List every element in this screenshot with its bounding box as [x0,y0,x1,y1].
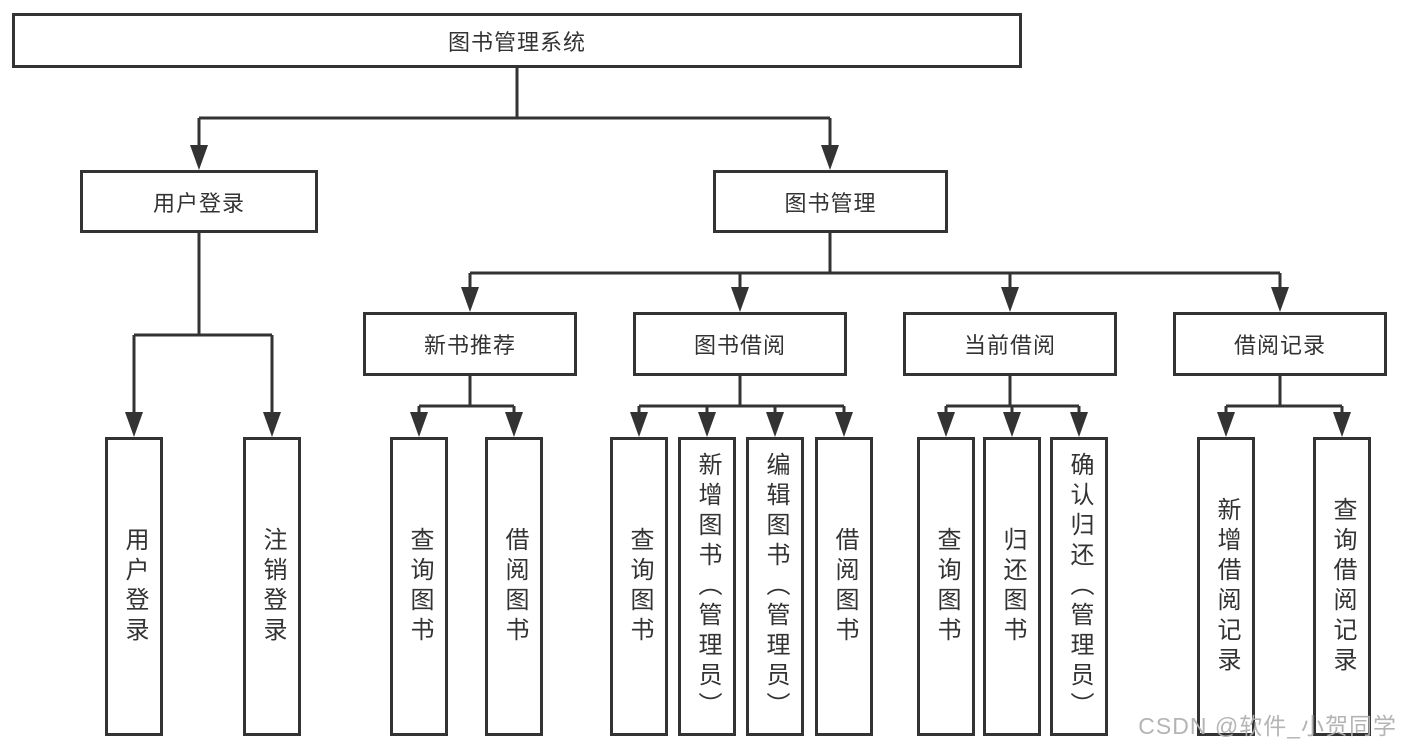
node-book-management: 图书管理 [713,170,948,233]
leaf-logout: 注销登录 [243,437,301,736]
node-book-borrow: 图书借阅 [633,312,847,376]
leaf-query-borrow-record: 查询借阅记录 [1313,437,1371,736]
leaf-confirm-return-admin: 确认归还（管理员） [1050,437,1108,736]
node-new-book-recommend: 新书推荐 [363,312,577,376]
node-user-login: 用户登录 [80,170,318,233]
leaf-add-books-admin: 新增图书（管理员） [678,437,736,736]
leaf-query-books: 查询图书 [610,437,668,736]
node-root: 图书管理系统 [12,13,1022,68]
leaf-add-borrow-record: 新增借阅记录 [1197,437,1255,736]
leaf-edit-books-admin: 编辑图书（管理员） [746,437,804,736]
node-borrow-records: 借阅记录 [1173,312,1387,376]
leaf-query-books: 查询图书 [390,437,448,736]
arrowheads [125,145,1351,437]
leaf-return-books: 归还图书 [983,437,1041,736]
node-current-borrow: 当前借阅 [903,312,1117,376]
leaf-borrow-books: 借阅图书 [815,437,873,736]
leaf-borrow-books: 借阅图书 [485,437,543,736]
watermark: CSDN @软件_小贺同学 [1138,713,1397,739]
leaf-user-login: 用户登录 [105,437,163,736]
leaf-query-books: 查询图书 [917,437,975,736]
